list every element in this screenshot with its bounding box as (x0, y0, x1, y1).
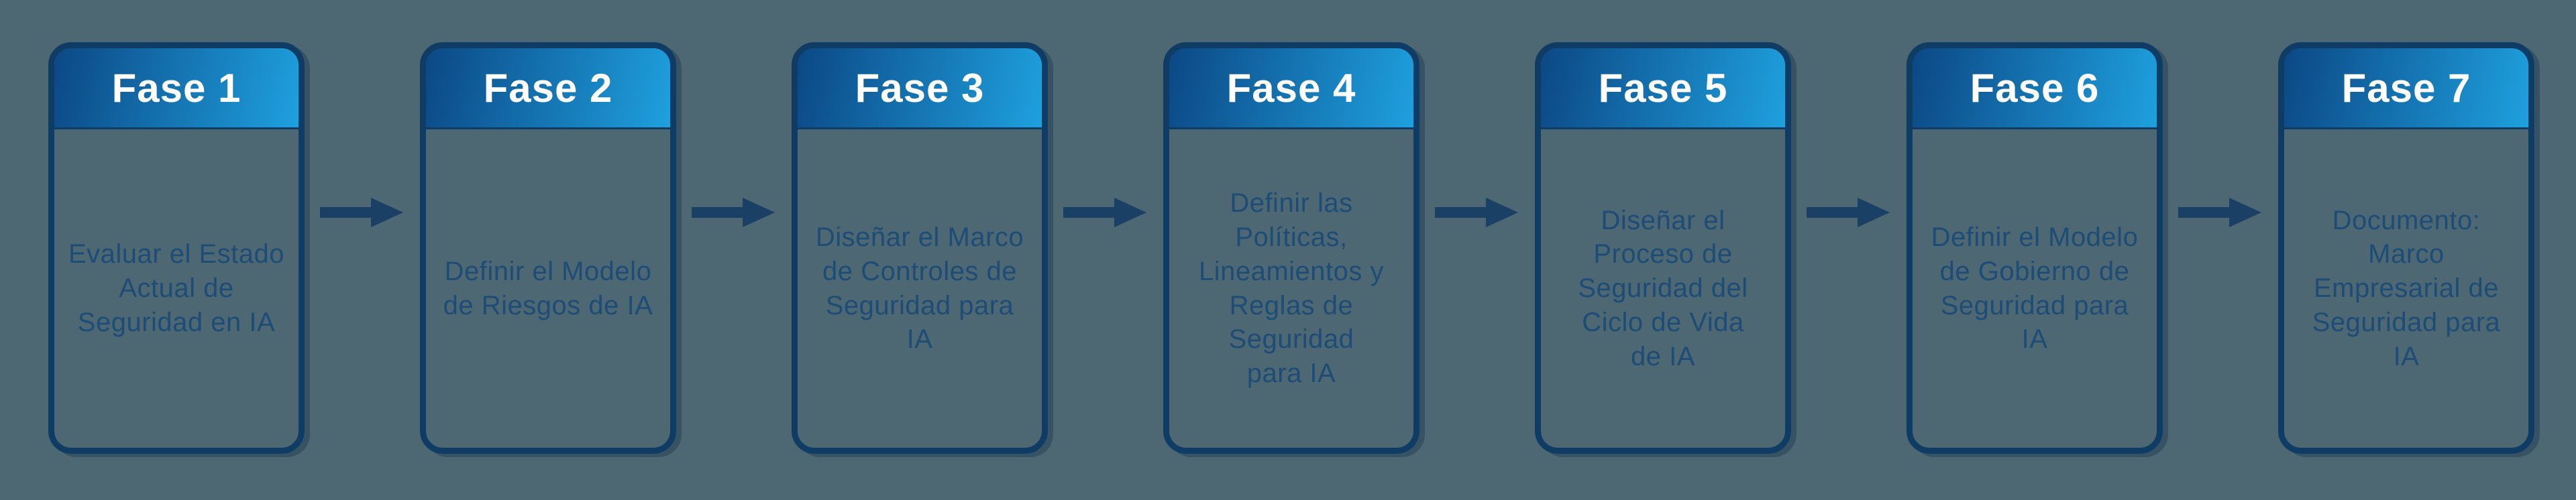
arrow-bar (1807, 207, 1862, 218)
phase-card-header: Fase 3 (798, 48, 1042, 129)
arrow-bar (1063, 207, 1118, 218)
phase-card-4: Fase 4 Definir las Políticas, Lineamient… (1163, 42, 1419, 454)
arrow-head (371, 198, 403, 227)
phase-card-header: Fase 5 (1541, 48, 1785, 129)
phase-label: Fase 7 (2341, 65, 2471, 111)
arrow-head (1486, 198, 1518, 227)
arrow-right-icon (1048, 0, 1163, 500)
phase-description: Definir el Modelo de Riesgos de IA (443, 256, 653, 320)
phase-label: Fase 4 (1226, 65, 1356, 111)
arrow-bar (2178, 207, 2233, 218)
arrow-right-icon (1791, 0, 1907, 500)
phase-description: Definir las Políticas, Lineamientos y Re… (1198, 188, 1385, 389)
arrow-right-icon (1419, 0, 1535, 500)
phase-card-2: Fase 2 Definir el Modelo de Riesgos de I… (420, 42, 676, 454)
phase-description: Documento: Marco Empresarial de Segurida… (2312, 205, 2501, 371)
phase-card-body: Definir el Modelo de Riesgos de IA (426, 129, 670, 448)
arrow-head (743, 198, 775, 227)
phase-card-1: Fase 1 Evaluar el Estado Actual de Segur… (48, 42, 305, 454)
arrow-bar (320, 207, 375, 218)
phase-card-header: Fase 4 (1169, 48, 1413, 129)
phase-card-body: Definir el Modelo de Gobierno de Segurid… (1913, 129, 2157, 448)
arrow-right-icon (305, 0, 420, 500)
phase-card-body: Documento: Marco Empresarial de Segurida… (2284, 129, 2528, 448)
phase-card-3: Fase 3 Diseñar el Marco de Controles de … (792, 42, 1048, 454)
phase-card-body: Definir las Políticas, Lineamientos y Re… (1169, 129, 1413, 448)
arrow-bar (692, 207, 747, 218)
arrow-right-icon (676, 0, 792, 500)
phase-label: Fase 6 (1970, 65, 2100, 111)
arrow-head (1858, 198, 1890, 227)
phase-description: Definir el Modelo de Gobierno de Segurid… (1931, 222, 2139, 355)
phase-description: Diseñar el Marco de Controles de Segurid… (815, 222, 1024, 355)
phase-label: Fase 2 (483, 65, 613, 111)
phase-card-header: Fase 7 (2284, 48, 2528, 129)
arrow-head (2229, 198, 2261, 227)
phase-card-header: Fase 6 (1913, 48, 2157, 129)
phase-card-6: Fase 6 Definir el Modelo de Gobierno de … (1907, 42, 2163, 454)
phase-card-7: Fase 7 Documento: Marco Empresarial de S… (2278, 42, 2534, 454)
arrow-right-icon (2163, 0, 2278, 500)
phase-card-body: Diseñar el Proceso de Seguridad del Cicl… (1541, 129, 1785, 448)
phase-label: Fase 1 (111, 65, 241, 111)
phase-description: Evaluar el Estado Actual de Seguridad en… (68, 239, 284, 337)
phase-label: Fase 5 (1598, 65, 1728, 111)
phase-card-body: Evaluar el Estado Actual de Seguridad en… (54, 129, 299, 448)
phase-card-5: Fase 5 Diseñar el Proceso de Seguridad d… (1535, 42, 1791, 454)
phase-description: Diseñar el Proceso de Seguridad del Cicl… (1578, 205, 1748, 371)
phase-card-header: Fase 1 (54, 48, 299, 129)
phase-card-body: Diseñar el Marco de Controles de Segurid… (798, 129, 1042, 448)
phase-label: Fase 3 (855, 65, 985, 111)
arrow-bar (1435, 207, 1490, 218)
arrow-head (1114, 198, 1146, 227)
phase-card-header: Fase 2 (426, 48, 670, 129)
